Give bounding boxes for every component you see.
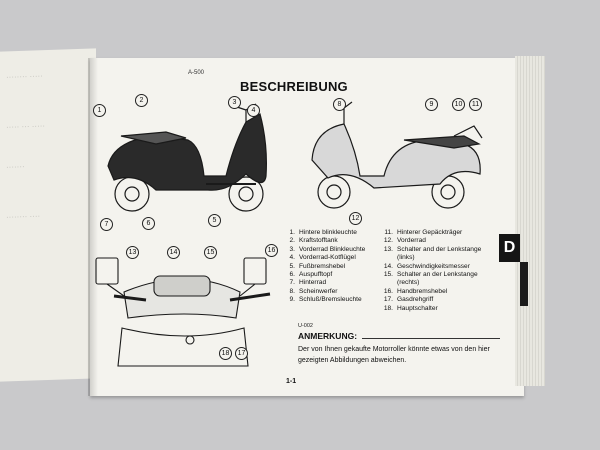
left-page: ········ ····· ····· ··· ····· ······· ·…: [0, 48, 96, 382]
callout-13: 13: [126, 246, 139, 259]
callout-15: 15: [204, 246, 217, 259]
note-title: ANMERKUNG:: [298, 331, 358, 341]
legend-left: 1.Hintere blinkleuchte 2.Kraftstofftank …: [282, 229, 366, 305]
legend-item: 13.Schalter and der Lenkstange: [383, 245, 482, 253]
legend-item: (rechts): [397, 279, 420, 287]
legend-item: 14.Geschwindigkeitsmesser: [383, 262, 470, 270]
legend-item: 15.Schalter an der Lenkstange: [383, 271, 478, 279]
legend-item: 3.Vorderrad Blinkleuchte: [289, 245, 366, 253]
legend-item: 5.Fußbremshebel: [289, 262, 346, 270]
page-code: A-500: [188, 70, 205, 76]
callout-9: 9: [425, 98, 438, 111]
scooter-right-illustration: [311, 101, 483, 209]
page-stack-edge: [515, 56, 545, 386]
legend-item: 11.Hinterer Gepäckträger: [384, 229, 463, 236]
handlebar-illustration: [95, 257, 271, 367]
legend-item: 2.Kraftstofftank: [289, 237, 338, 245]
legend-item: 16.Handbremshebel: [383, 287, 448, 295]
tab-edge: [520, 262, 528, 306]
legend-item: 12.Vorderrad: [383, 237, 426, 245]
note-code: U-002: [298, 323, 313, 329]
page-gutter: [88, 58, 98, 396]
legend-item: 9.Schluß/Bremsleuchte: [289, 296, 362, 304]
legend-item: 4.Vorderrad-Kotflügel: [289, 254, 356, 262]
legend-item: (links): [397, 254, 415, 262]
callout-2: 2: [135, 94, 148, 107]
callout-1: 1: [93, 104, 106, 117]
callout-7: 7: [100, 218, 113, 231]
legend-right: 11.Hinterer Gepäckträger 12.Vorderrad 13…: [380, 229, 481, 313]
note-text: Der von Ihnen gekaufte Motorroller könnt…: [298, 346, 490, 364]
callout-17: 17: [235, 347, 248, 360]
note-divider: [362, 338, 500, 339]
callout-4: 4: [247, 104, 260, 117]
legend-item: 1.Hintere blinkleuchte: [289, 229, 357, 236]
callout-5: 5: [208, 214, 221, 227]
legend-item: 8.Scheinwerfer: [289, 287, 338, 295]
callout-10: 10: [452, 98, 465, 111]
callout-16: 16: [265, 244, 278, 257]
manual-page: [90, 58, 524, 396]
legend-item: 18.Hauptschalter: [383, 304, 438, 312]
legend-item: 17.Gasdrehgriff: [383, 296, 434, 304]
callout-11: 11: [469, 98, 482, 111]
callout-3: 3: [228, 96, 241, 109]
page-number: 1-1: [286, 378, 297, 385]
legend-item: 7.Hinterrad: [289, 279, 327, 287]
callout-14: 14: [167, 246, 180, 259]
callout-18: 18: [219, 347, 232, 360]
callout-12: 12: [349, 212, 362, 225]
language-tab: D: [499, 234, 520, 262]
legend-item: 6.Auspufftopf: [289, 271, 333, 279]
callout-6: 6: [142, 217, 155, 230]
page-title: BESCHREIBUNG: [240, 79, 348, 94]
callout-8: 8: [333, 98, 346, 111]
